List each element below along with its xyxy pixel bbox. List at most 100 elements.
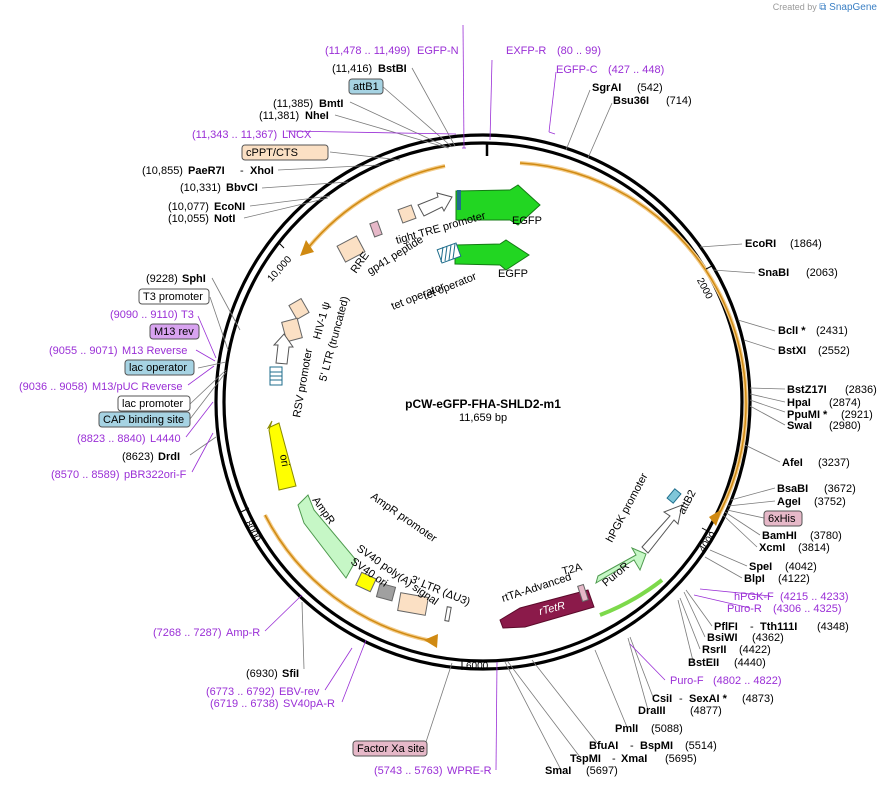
site-econi[interactable]: EcoNI	[214, 201, 245, 213]
site-bsiwi[interactable]: BsiWI	[707, 632, 738, 644]
site-tth111i[interactable]: Tth111I	[760, 621, 797, 633]
site-bmti[interactable]: BmtI	[319, 98, 343, 110]
site-noti[interactable]: NotI	[214, 213, 235, 225]
primer-pbr322ori-f[interactable]: pBR322ori-F	[124, 469, 187, 481]
cap-box-label[interactable]	[98, 411, 191, 428]
hiv-psi-box[interactable]	[288, 297, 310, 321]
site-sphi[interactable]: SphI	[182, 273, 206, 285]
primer-egfp-n[interactable]: EGFP-N	[417, 45, 459, 57]
his-box-label[interactable]	[763, 510, 803, 527]
site-afei[interactable]: AfeI	[782, 457, 803, 469]
site-snabi[interactable]: SnaBI	[758, 267, 789, 279]
factor-xa-box-label[interactable]	[352, 740, 428, 757]
tight-tre-promoter-arrow[interactable]	[417, 192, 453, 217]
site-blpi[interactable]: BlpI	[744, 573, 765, 585]
puror-arrow[interactable]	[595, 546, 647, 585]
site-agei[interactable]: AgeI	[777, 496, 801, 508]
ltr3-box[interactable]	[397, 592, 429, 616]
site-bstz17i-pos: (2836)	[845, 384, 877, 396]
site-csii[interactable]: CsiI	[652, 693, 672, 705]
primer-sv40pa-r-pos: (6719 .. 6738)	[210, 698, 279, 710]
primer-egfp-c[interactable]: EGFP-C	[556, 64, 598, 76]
site-nhei[interactable]: NheI	[305, 110, 329, 122]
site-drdi-pos: (8623)	[122, 451, 154, 463]
t2a-box[interactable]	[577, 583, 589, 603]
snapgene-brand: Created by ⧉ SnapGene	[773, 2, 877, 13]
lac-promoter-box-label[interactable]	[117, 395, 191, 412]
site-bamhi[interactable]: BamHI	[762, 530, 797, 542]
site-bstxi[interactable]: BstXI	[778, 345, 806, 357]
site-ecori[interactable]: EcoRI	[745, 238, 776, 250]
primer-hpgk-f[interactable]: hPGK-F	[734, 591, 774, 603]
site-drdi[interactable]: DrdI	[158, 451, 180, 463]
site-xmai[interactable]: XmaI	[621, 753, 647, 765]
sv40-ori-box[interactable]	[355, 571, 377, 593]
primer-lines	[185, 24, 771, 771]
cppt-box[interactable]	[397, 204, 417, 224]
site-spei[interactable]: SpeI	[749, 561, 772, 573]
site-bstz17i[interactable]: BstZ17I	[787, 384, 827, 396]
primer-sv40pa-r[interactable]: SV40pA-R	[283, 698, 335, 710]
site-hpai[interactable]: HpaI	[787, 397, 811, 409]
site-ppumi[interactable]: PpuMI *	[787, 409, 828, 421]
site-xcmi[interactable]: XcmI	[759, 542, 785, 554]
site-rsrii[interactable]: RsrII	[702, 644, 726, 656]
primer-lncx[interactable]: LNCX	[282, 129, 312, 141]
site-bcli[interactable]: BclI *	[778, 325, 806, 337]
site-nhei-pos: (11,381)	[259, 110, 299, 122]
primer-exfp-r[interactable]: EXFP-R	[506, 45, 546, 57]
site-bsu36i[interactable]: Bsu36I	[613, 95, 649, 107]
primer-egfp-c-pos: (427 .. 448)	[608, 64, 664, 76]
site-smai[interactable]: SmaI	[545, 765, 571, 777]
site-bspmi[interactable]: BspMI	[640, 740, 673, 752]
attb2-box[interactable]	[666, 488, 682, 504]
t3-promoter-box-label[interactable]	[138, 288, 210, 305]
site-draiii[interactable]: DraIII	[638, 705, 666, 717]
gp41-box[interactable]	[369, 220, 383, 238]
primer-ebv-rev-pos: (6773 .. 6792)	[206, 686, 275, 698]
rsv-promoter-label: RSV promoter	[291, 347, 315, 418]
site-sexai[interactable]: SexAI *	[689, 693, 728, 705]
site-tspmi[interactable]: TspMI	[570, 753, 601, 765]
egfp-arrow-1[interactable]	[455, 184, 541, 226]
primer-m13puc-reverse[interactable]: M13/pUC Reverse	[92, 381, 182, 393]
site-bfuai[interactable]: BfuAI	[589, 740, 618, 752]
site-pflfi[interactable]: PflFI	[714, 621, 738, 633]
rsv-promoter-arrow[interactable]	[272, 333, 294, 365]
attb1-box-label[interactable]	[348, 78, 384, 95]
ampr-arrow[interactable]	[297, 494, 357, 579]
site-xhoi[interactable]: XhoI	[250, 165, 274, 177]
site-sfii[interactable]: SfiI	[282, 668, 299, 680]
hpgk-promoter-arrow[interactable]	[641, 504, 683, 554]
primer-l4440[interactable]: L4440	[150, 433, 181, 445]
site-bcli-pos: (2431)	[816, 325, 848, 337]
egfp-arrow-2[interactable]	[454, 239, 530, 271]
site-bsabi[interactable]: BsaBI	[777, 483, 808, 495]
site-paer7i[interactable]: PaeR7I	[188, 165, 225, 177]
site-bbvci[interactable]: BbvCI	[226, 182, 258, 194]
site-draiii-pos: (4877)	[690, 705, 722, 717]
primer-ebv-rev[interactable]: EBV-rev	[279, 686, 320, 698]
cppt-box-label[interactable]	[241, 144, 329, 161]
site-pflfi-pos: (4348)	[817, 621, 849, 633]
primer-m13-reverse[interactable]: M13 Reverse	[122, 345, 187, 357]
rtetr-arrow[interactable]	[499, 589, 595, 629]
primer-puro-f[interactable]: Puro-F	[670, 675, 704, 687]
site-pmli[interactable]: PmlI	[615, 723, 638, 735]
primer-wpre-r[interactable]: WPRE-R	[447, 765, 492, 777]
site-swai[interactable]: SwaI	[787, 420, 812, 432]
site-bsteii[interactable]: BstEII	[688, 657, 719, 669]
m13rev-box-label[interactable]	[149, 323, 200, 340]
primer-amp-r[interactable]: Amp-R	[226, 627, 260, 639]
boxed-labels: attB1 cPPT/CTS T3 promoter M13 rev lac o…	[98, 78, 803, 757]
site-sgrai[interactable]: SgrAI	[592, 82, 621, 94]
primer-puro-r[interactable]: Puro-R	[727, 603, 762, 615]
rre-box[interactable]	[336, 235, 366, 263]
ori-arrow[interactable]	[266, 420, 297, 491]
site-bstbi[interactable]: BstBI	[378, 63, 407, 75]
primer-t3[interactable]: T3	[181, 309, 194, 321]
sv40-polya-box[interactable]	[375, 582, 397, 602]
ltr5-box[interactable]	[281, 317, 303, 343]
lac-operator-box-label[interactable]	[124, 359, 195, 376]
